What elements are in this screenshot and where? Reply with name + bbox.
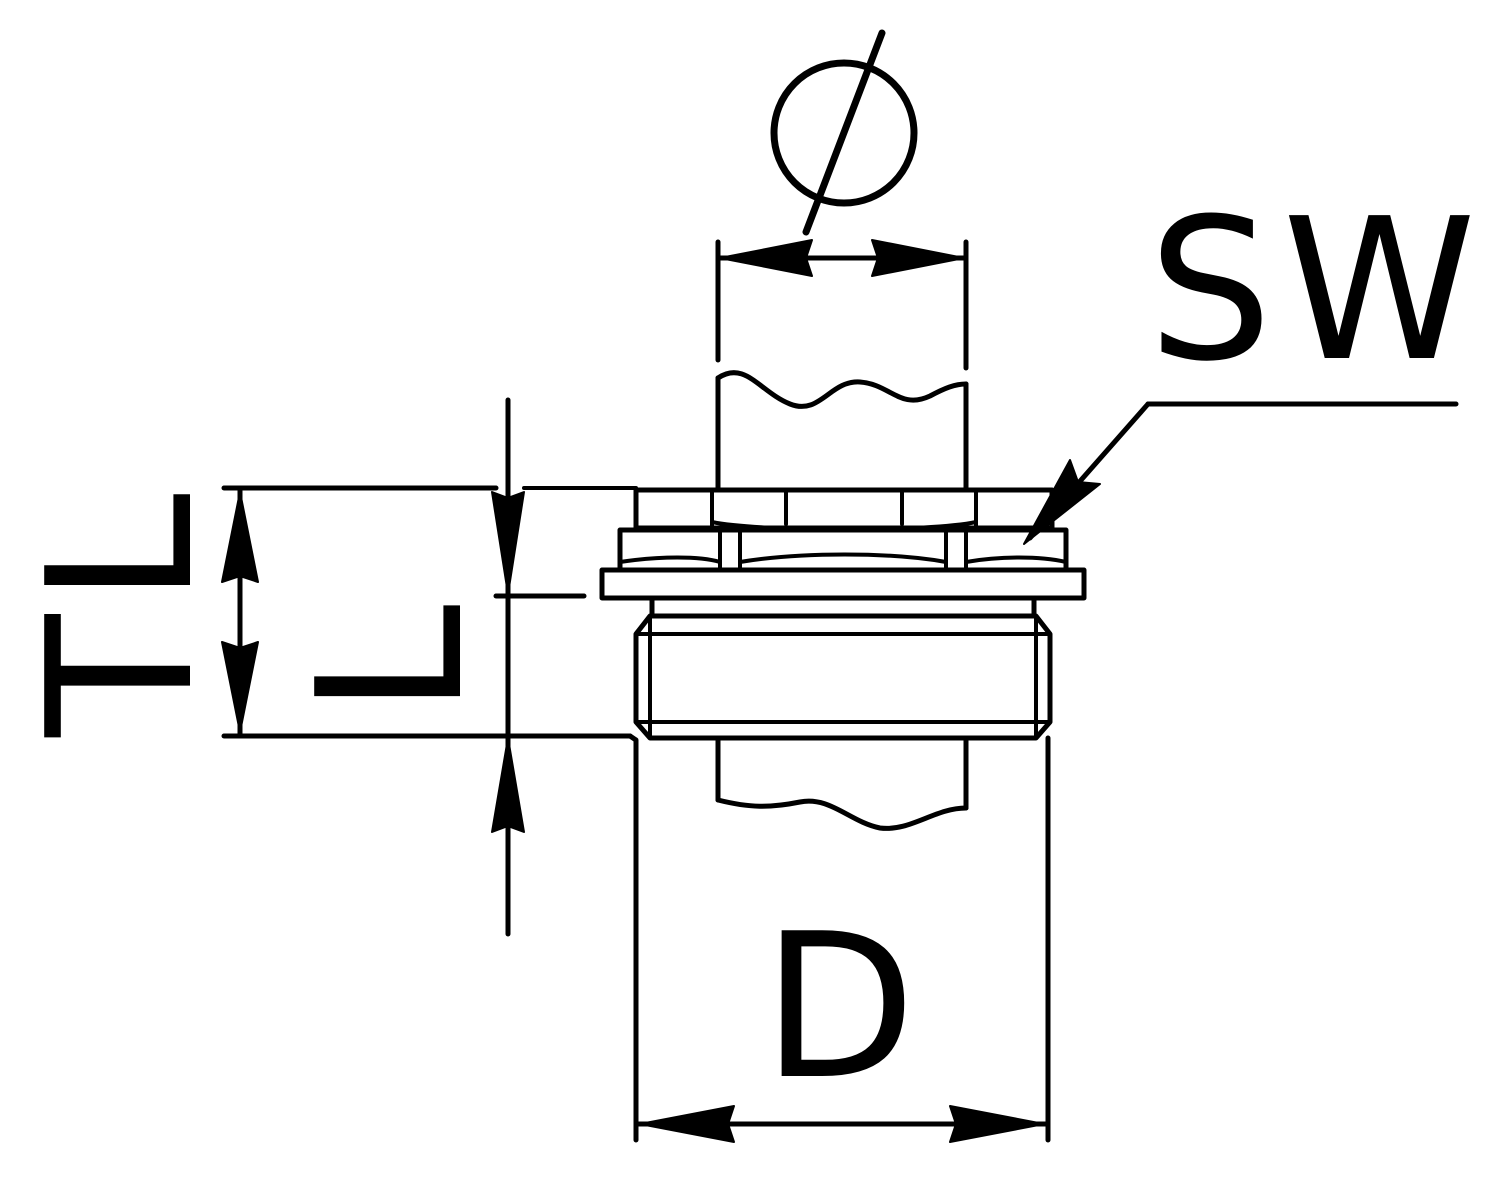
thread-diameter-label: D xyxy=(762,891,916,1124)
arrowhead-l-bottom xyxy=(491,737,525,833)
arrowhead-left xyxy=(719,239,813,277)
total-length-label: TL xyxy=(5,483,238,738)
body-hex xyxy=(617,527,1069,573)
wrench-size-label: SW xyxy=(1148,177,1486,405)
arrowhead-d-left xyxy=(639,1105,735,1143)
wrench-size-leader xyxy=(1023,401,1459,545)
flange-washer xyxy=(599,567,1087,601)
arrowhead-sw xyxy=(1023,459,1101,545)
cable-lower-section xyxy=(715,735,969,831)
diameter-symbol-icon xyxy=(770,29,918,236)
arrowhead-l-top xyxy=(491,491,525,595)
thread-section xyxy=(633,595,1053,741)
cable-upper-section xyxy=(715,370,969,493)
arrowhead-tl-top xyxy=(221,491,259,583)
cap-nut xyxy=(522,486,1055,532)
arrowhead-right xyxy=(871,239,965,277)
thread-length-dimension xyxy=(491,397,587,937)
arrowhead-d-right xyxy=(949,1105,1045,1143)
thread-length-label: L xyxy=(275,604,508,715)
cable-diameter-dimension xyxy=(715,239,969,371)
arrowhead-tl-bottom xyxy=(221,641,259,733)
total-length-dimension xyxy=(221,485,633,739)
thread-diameter-dimension xyxy=(627,733,1051,1143)
